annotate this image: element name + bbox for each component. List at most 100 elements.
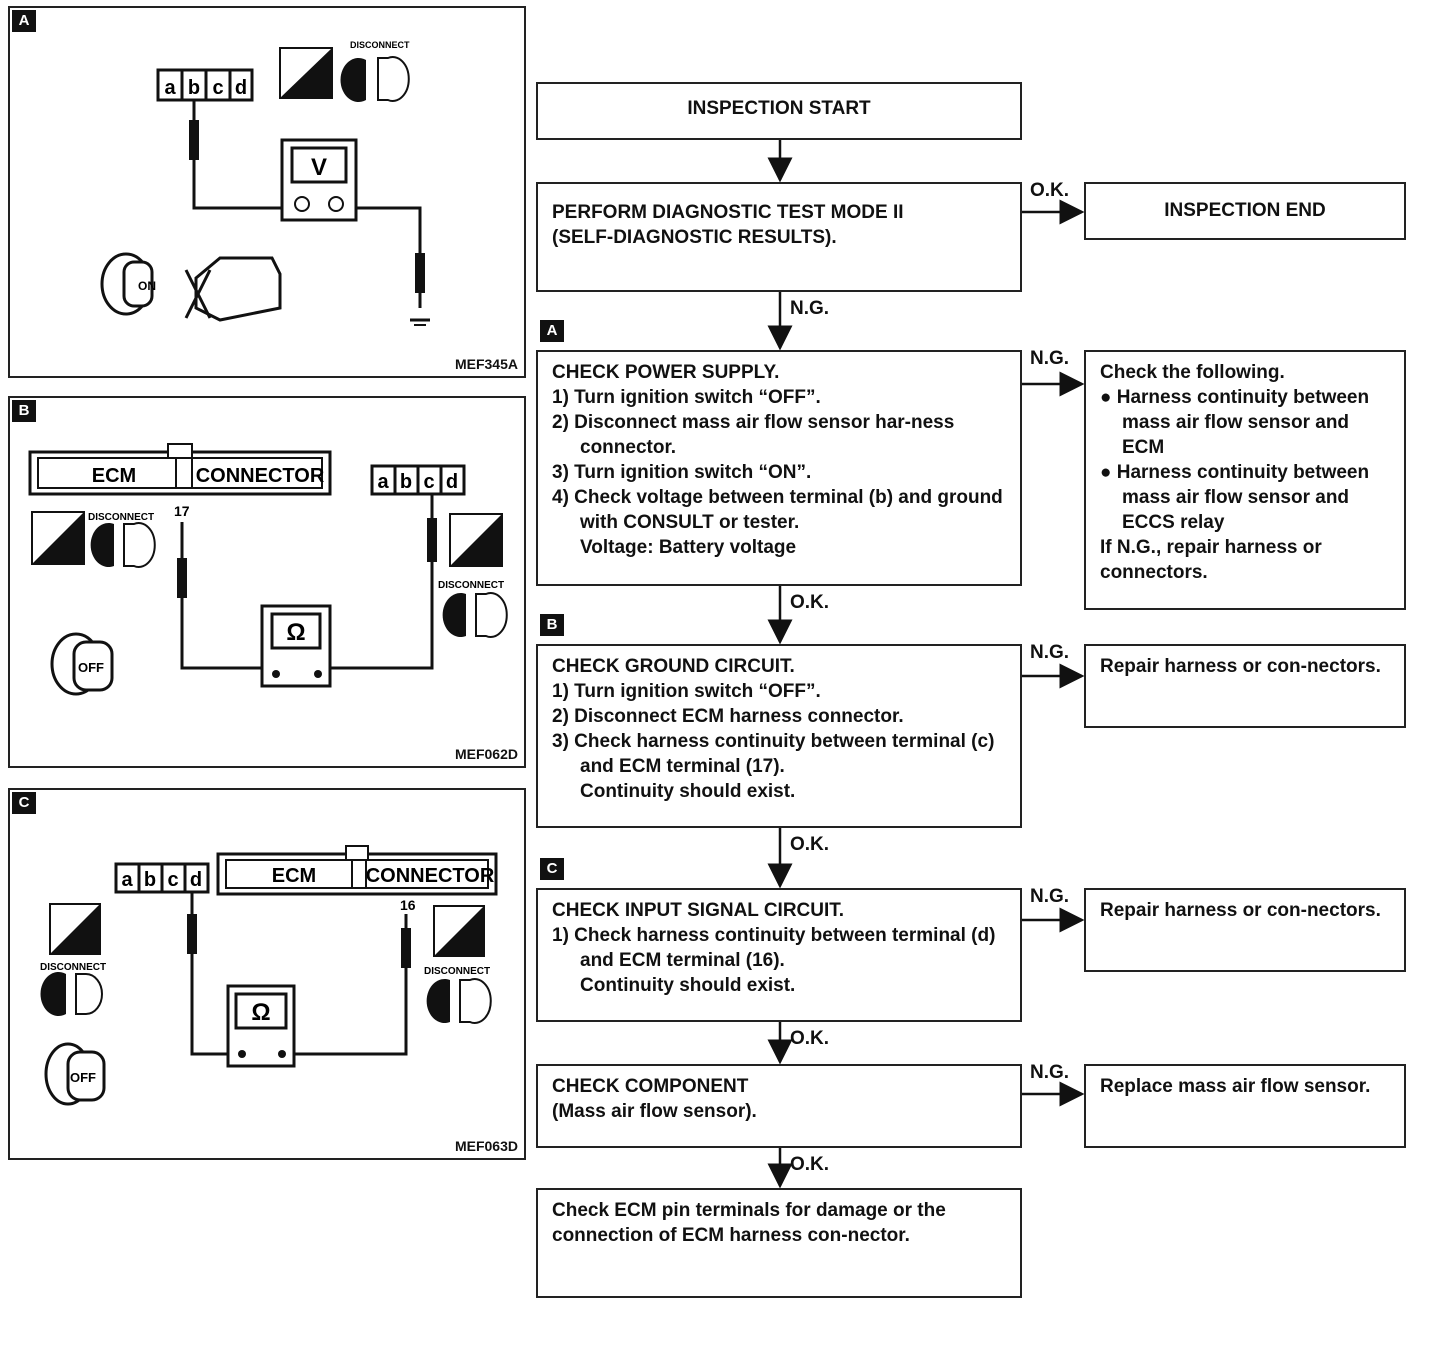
disconnect-label: DISCONNECT	[424, 966, 490, 977]
svg-text:c: c	[423, 471, 434, 493]
ecm-connector-icon	[28, 443, 332, 496]
ok-label-test: O.K.	[1030, 180, 1070, 201]
svg-text:b: b	[400, 471, 412, 493]
disconnect-label: DISCONNECT	[40, 962, 106, 973]
power-ng-title: Check the following.	[1100, 362, 1285, 383]
key-label: OFF	[70, 1070, 96, 1085]
component-ng-box: Replace mass air flow sensor.	[1084, 1064, 1406, 1148]
meter-label: V	[311, 154, 327, 181]
inspection-end-text: INSPECTION END	[1164, 200, 1326, 221]
panel-a: A a b c d V DISCON	[8, 6, 526, 378]
ok-label-signal: O.K.	[790, 1028, 830, 1049]
panel-a-code: MEF345A	[454, 356, 518, 372]
component-line-2: (Mass air flow sensor).	[552, 1101, 757, 1122]
ignition-key-icon	[50, 632, 114, 696]
panel-c-code: MEF063D	[454, 1138, 518, 1154]
ohmmeter-icon	[226, 984, 296, 1068]
panel-c: C a b c d ECM CONNECTOR 16	[8, 788, 526, 1160]
power-step-3: 3) Turn ignition switch “ON”.	[552, 462, 812, 483]
power-ng-bullet-1: ● Harness continuity between mass air fl…	[1100, 387, 1370, 458]
connector-label: CONNECTOR	[366, 865, 495, 887]
meter-label: Ω	[251, 999, 270, 1026]
power-ng-bullet-2: ● Harness continuity between mass air fl…	[1100, 462, 1370, 533]
sensor-connector-icon	[156, 68, 254, 102]
panel-b-illustration: ECM CONNECTOR a b c d 17 Ω	[28, 443, 508, 696]
disconnect-label: DISCONNECT	[88, 512, 154, 523]
panel-a-tag: A	[12, 10, 36, 32]
ground-circuit-box: CHECK GROUND CIRCUIT. 1) Turn ignition s…	[536, 644, 1022, 828]
tester-icon	[49, 903, 101, 955]
conn-letter-d: d	[235, 77, 247, 99]
ground-ng-text: Repair harness or con-nectors.	[1100, 656, 1381, 677]
disconnect-plug-icon	[40, 972, 103, 1016]
ground-title: CHECK GROUND CIRCUIT.	[552, 656, 795, 677]
power-spec: Voltage: Battery voltage	[580, 537, 797, 558]
conn-letter-a: a	[164, 77, 176, 99]
diagnostic-test-line-2: (SELF-DIAGNOSTIC RESULTS).	[552, 227, 837, 248]
voltmeter-icon	[280, 138, 358, 222]
signal-ng-box: Repair harness or con-nectors.	[1084, 888, 1406, 972]
disconnect-label: DISCONNECT	[438, 580, 504, 591]
panel-b: B ECM CONNECTOR a b c d 17	[8, 396, 526, 768]
ignition-key-icon	[100, 252, 154, 316]
svg-text:d: d	[190, 869, 202, 891]
disconnect-plug-icon	[426, 978, 492, 1024]
component-line-1: CHECK COMPONENT	[552, 1076, 749, 1097]
ng-label-ground: N.G.	[1030, 642, 1070, 663]
tester-icon	[433, 905, 485, 957]
terminal-number: 16	[400, 897, 416, 913]
ok-label-power: O.K.	[790, 592, 830, 613]
ecm-connector-icon	[216, 845, 498, 896]
tester-icon	[31, 511, 85, 565]
final-check-box: Check ECM pin terminals for damage or th…	[536, 1188, 1022, 1298]
key-label: OFF	[78, 660, 104, 675]
power-supply-box: CHECK POWER SUPPLY. 1) Turn ignition swi…	[536, 350, 1022, 586]
ground-step-3: 3) Check harness continuity between term…	[552, 731, 995, 777]
ok-label-ground: O.K.	[790, 834, 830, 855]
engine-icon	[184, 256, 282, 322]
component-ng-text: Replace mass air flow sensor.	[1100, 1076, 1371, 1097]
disconnect-label: DISCONNECT	[350, 40, 410, 50]
power-ng-footer: If N.G., repair harness or connectors.	[1100, 537, 1322, 583]
power-step-4: 4) Check voltage between terminal (b) an…	[552, 487, 1003, 533]
signal-title: CHECK INPUT SIGNAL CIRCUIT.	[552, 900, 845, 921]
diagnostic-test-line-1: PERFORM DIAGNOSTIC TEST MODE II	[552, 202, 904, 223]
ohmmeter-icon	[260, 604, 332, 688]
svg-text:d: d	[446, 471, 458, 493]
svg-text:a: a	[377, 471, 389, 493]
inspection-start-box: INSPECTION START	[536, 82, 1022, 140]
power-step-2: 2) Disconnect mass air flow sensor har-n…	[552, 412, 955, 458]
panel-b-tag: B	[12, 400, 36, 422]
svg-text:c: c	[167, 869, 178, 891]
panel-b-code: MEF062D	[454, 746, 518, 762]
inspection-end-box: INSPECTION END	[1084, 182, 1406, 240]
terminal-number: 17	[174, 503, 190, 519]
key-label: ON	[138, 279, 156, 293]
disconnect-plug-icon	[340, 56, 410, 102]
power-title: CHECK POWER SUPPLY.	[552, 362, 780, 383]
ground-spec: Continuity should exist.	[580, 781, 796, 802]
sensor-connector-icon	[370, 464, 466, 496]
ng-label-component: N.G.	[1030, 1062, 1070, 1083]
diagnostic-test-box: PERFORM DIAGNOSTIC TEST MODE II (SELF-DI…	[536, 182, 1022, 292]
inspection-start-text: INSPECTION START	[687, 98, 871, 119]
disconnect-plug-icon	[442, 592, 508, 638]
flow-tag-b: B	[540, 614, 564, 636]
power-step-1: 1) Turn ignition switch “OFF”.	[552, 387, 821, 408]
ok-label-component: O.K.	[790, 1154, 830, 1175]
svg-text:b: b	[144, 869, 156, 891]
signal-ng-text: Repair harness or con-nectors.	[1100, 900, 1381, 921]
meter-label: Ω	[286, 619, 305, 646]
input-signal-box: CHECK INPUT SIGNAL CIRCUIT. 1) Check har…	[536, 888, 1022, 1022]
connector-label: CONNECTOR	[196, 465, 325, 487]
signal-step-1: 1) Check harness continuity between term…	[552, 925, 996, 971]
signal-spec: Continuity should exist.	[580, 975, 796, 996]
panel-c-illustration: a b c d ECM CONNECTOR 16 Ω	[40, 845, 498, 1106]
final-check-text: Check ECM pin terminals for damage or th…	[552, 1200, 946, 1246]
ng-label-signal: N.G.	[1030, 886, 1070, 907]
panel-c-tag: C	[12, 792, 36, 814]
disconnect-plug-icon	[90, 522, 156, 568]
ignition-key-icon	[44, 1042, 106, 1106]
component-box: CHECK COMPONENT (Mass air flow sensor).	[536, 1064, 1022, 1148]
